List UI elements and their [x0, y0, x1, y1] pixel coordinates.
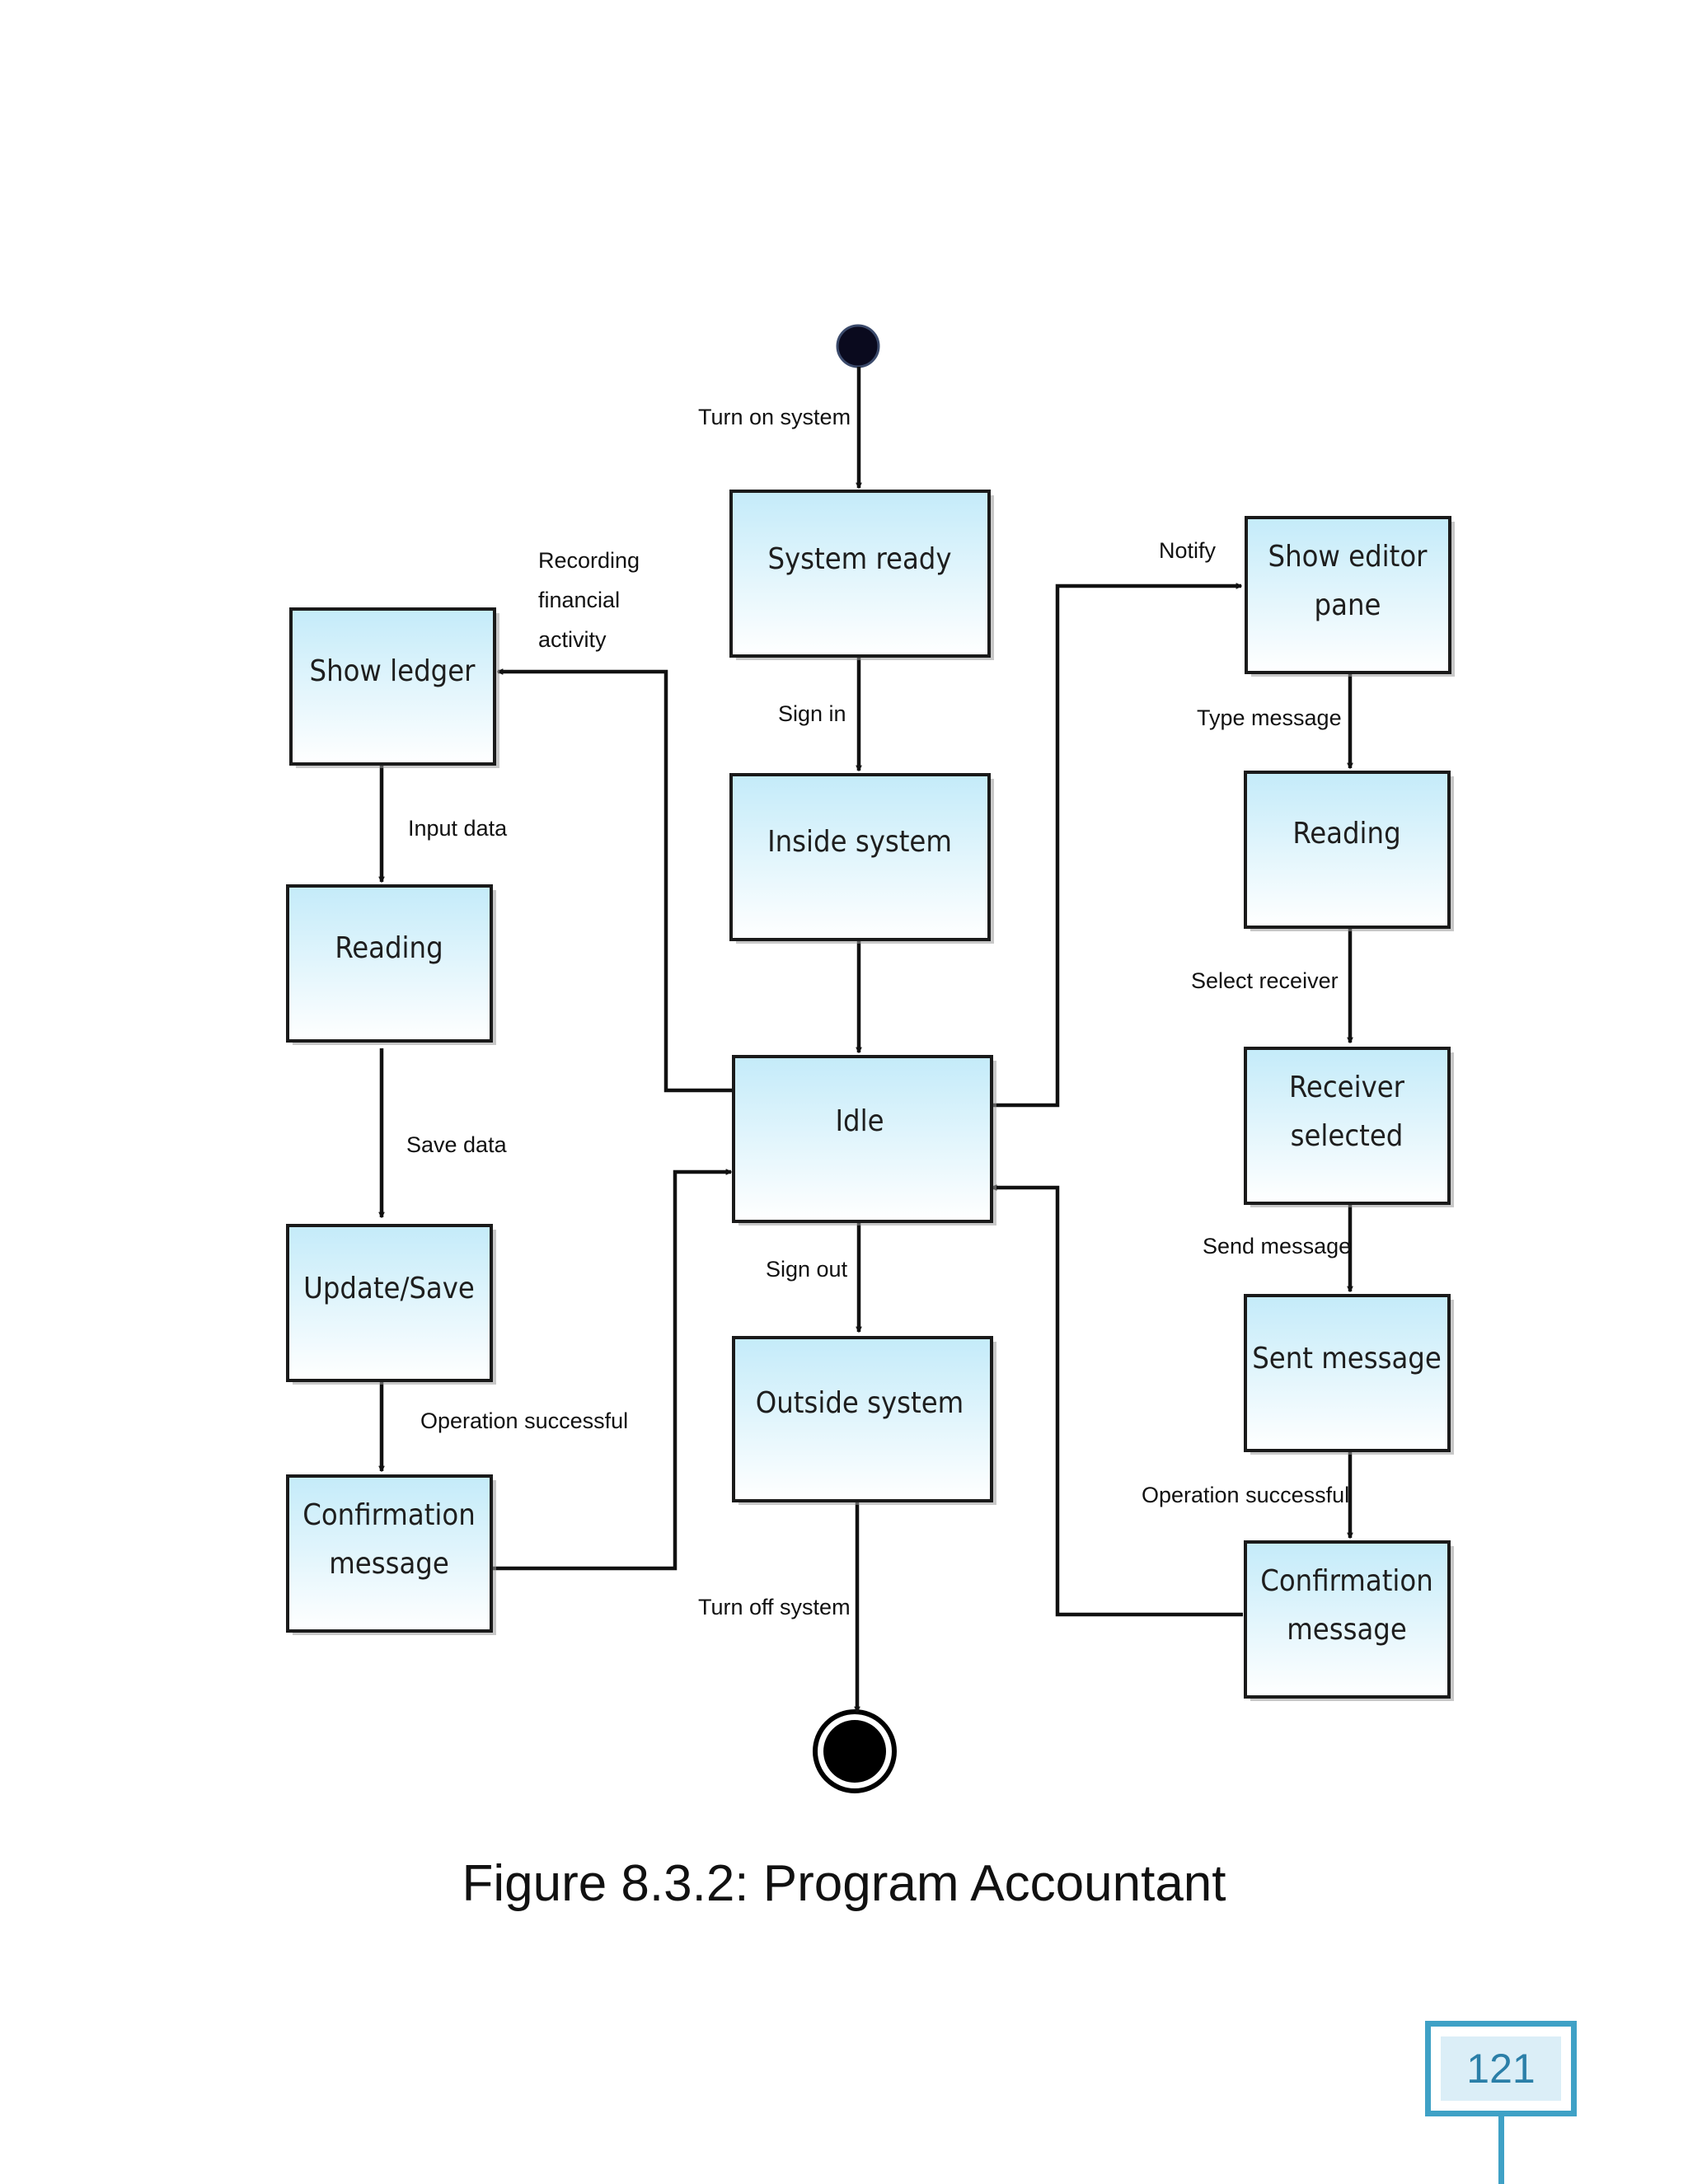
label-line: Input data	[408, 816, 508, 841]
state-confirmation-right: Confirmation message	[1244, 1540, 1454, 1701]
state-label: Reading	[335, 931, 443, 965]
label-line: message	[1287, 1613, 1407, 1647]
state-label: Reading	[1292, 817, 1400, 851]
edge-label: Sign out	[766, 1257, 848, 1282]
edge-label: Operation successful	[420, 1408, 628, 1433]
label-line: Type message	[1197, 705, 1342, 730]
state-label: Show editor pane	[1268, 540, 1428, 622]
edge-label: Turn on system	[698, 405, 851, 429]
label-line: Recording	[538, 548, 640, 573]
final-node	[813, 1709, 897, 1793]
edge-label: Select receiver	[1191, 968, 1339, 993]
label-line: Notify	[1159, 538, 1217, 563]
label-line: System ready	[767, 542, 951, 576]
state-label: Idle	[835, 1104, 884, 1138]
edge-label: Sign in	[778, 701, 846, 726]
label-line: Inside system	[767, 825, 952, 859]
edge-confirm-right-to-idle	[992, 1188, 1243, 1617]
state-update-save: Update/Save	[286, 1224, 496, 1385]
label-line: Outside system	[756, 1386, 964, 1420]
figure-caption: Figure 8.3.2: Program Accountant	[462, 1855, 1226, 1912]
state-inside-system: Inside system	[729, 773, 994, 944]
state-show-editor-pane: Show editor pane	[1245, 516, 1455, 677]
edge-recording	[498, 672, 733, 1093]
initial-node	[836, 324, 880, 368]
label-line: Reading	[335, 931, 443, 965]
edge-label: Input data	[408, 816, 508, 841]
edge-label: Notify	[1159, 538, 1217, 563]
label-line: Show ledger	[310, 654, 476, 688]
edge-notify	[991, 586, 1241, 1108]
label-line: Show editor	[1268, 540, 1428, 574]
label-line: Sign out	[766, 1257, 848, 1282]
state-system-ready: System ready	[729, 490, 994, 660]
state-label: Receiver selected	[1289, 1071, 1405, 1153]
label-line: Confirmation	[302, 1498, 475, 1532]
edge-label: Operation successful	[1142, 1483, 1349, 1507]
label-line: Operation successful	[1142, 1483, 1349, 1507]
state-idle: Idle	[732, 1055, 996, 1226]
label-line: Save data	[406, 1132, 508, 1157]
page-number: 121	[1441, 2036, 1561, 2101]
page-number-box: 121	[1425, 2021, 1577, 2116]
transition-labels: Turn on system Sign in Sign out Turn off…	[406, 405, 1351, 1619]
page-number-connector	[1498, 2116, 1504, 2184]
edge-label: Type message	[1197, 705, 1342, 730]
label-line: Sign in	[778, 701, 846, 726]
state-label: Confirmation message	[1260, 1564, 1432, 1647]
label-line: Operation successful	[420, 1408, 628, 1433]
state-reading-left: Reading	[286, 884, 496, 1045]
transitions	[382, 367, 1350, 1712]
state-confirmation-left: Confirmation message	[286, 1474, 496, 1635]
edge-label: Recording financial activity	[538, 548, 640, 652]
label-line: pane	[1315, 588, 1381, 622]
label-line: Confirmation	[1260, 1564, 1432, 1598]
label-line: selected	[1291, 1119, 1404, 1153]
label-line: message	[329, 1547, 449, 1581]
states: System ready Inside system Idle Outside …	[286, 490, 1455, 1701]
edge-label: Turn off system	[698, 1595, 851, 1619]
label-line: Update/Save	[303, 1272, 475, 1305]
label-line: Send message	[1203, 1234, 1351, 1258]
edge-confirm-left-to-idle	[493, 1172, 731, 1571]
state-label: Update/Save	[303, 1272, 475, 1305]
state-label: Confirmation message	[302, 1498, 475, 1581]
state-label: System ready	[767, 542, 951, 576]
label-line: Turn off system	[698, 1595, 851, 1619]
state-reading-right: Reading	[1244, 771, 1454, 931]
state-label: Show ledger	[310, 654, 476, 688]
state-label: Outside system	[756, 1386, 964, 1420]
state-outside-system: Outside system	[732, 1336, 996, 1505]
label-line: activity	[538, 627, 607, 652]
label-line: Select receiver	[1191, 968, 1339, 993]
label-line: financial	[538, 588, 620, 612]
state-label: Sent message	[1252, 1342, 1442, 1376]
edge-label: Save data	[406, 1132, 508, 1157]
state-show-ledger: Show ledger	[289, 607, 499, 768]
label-line: Turn on system	[698, 405, 851, 429]
label-line: Idle	[835, 1104, 884, 1138]
label-line: Reading	[1292, 817, 1400, 851]
edge-label: Send message	[1203, 1234, 1351, 1258]
label-line: Sent message	[1252, 1342, 1442, 1376]
label-line: Receiver	[1289, 1071, 1405, 1104]
state-sent-message: Sent message	[1244, 1294, 1454, 1455]
state-label: Inside system	[767, 825, 952, 859]
state-receiver-selected: Receiver selected	[1244, 1047, 1454, 1207]
